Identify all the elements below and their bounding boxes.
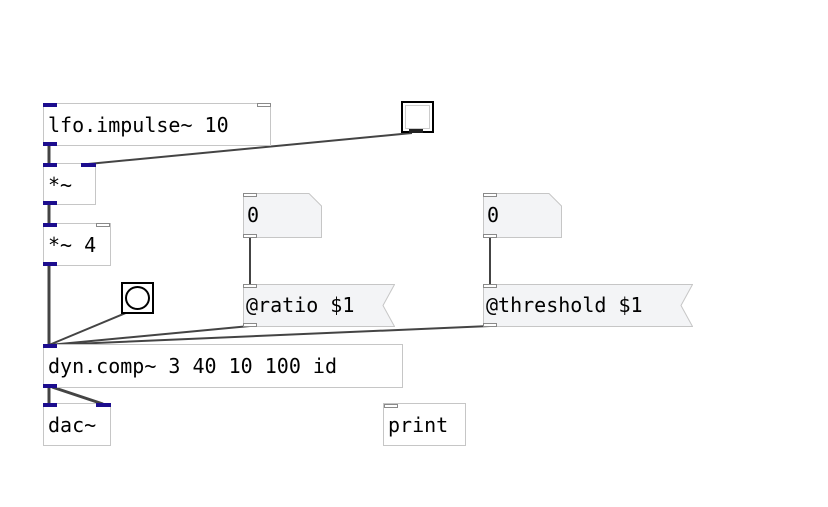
inlet[interactable] — [43, 103, 57, 107]
inlet[interactable] — [43, 344, 57, 348]
wire-bang-to-dyncomp — [48, 311, 129, 346]
bang-circle — [125, 286, 150, 310]
object-dac-label: dac~ — [48, 413, 97, 437]
outlet[interactable] — [43, 201, 57, 205]
wire-dyncomp-to-dac-right — [51, 385, 104, 406]
object-dyn-comp-label: dyn.comp~ 3 40 10 100 id — [48, 354, 337, 378]
inlet[interactable] — [483, 284, 497, 288]
toggle-icon[interactable] — [401, 101, 434, 133]
wire-threshold-to-dyncomp — [48, 325, 491, 346]
message-threshold-shape — [483, 284, 693, 327]
inlet[interactable] — [243, 193, 257, 197]
number-box-ratio[interactable]: 0 — [243, 193, 322, 238]
outlet[interactable] — [43, 262, 57, 266]
inlet-control[interactable] — [96, 223, 110, 227]
inlet[interactable] — [43, 223, 57, 227]
object-multiply-4-label: *~ 4 — [48, 233, 97, 257]
outlet[interactable] — [483, 323, 497, 327]
inlet-right[interactable] — [81, 163, 96, 167]
inlet[interactable] — [43, 163, 57, 167]
object-lfo-impulse-label: lfo.impulse~ 10 — [48, 113, 229, 137]
outlet[interactable] — [243, 234, 257, 238]
object-dac[interactable]: dac~ — [43, 403, 111, 446]
outlet[interactable] — [243, 323, 257, 327]
inlet[interactable] — [243, 284, 257, 288]
number-box-threshold-value: 0 — [487, 203, 500, 227]
object-print-label: print — [388, 413, 449, 437]
object-print[interactable]: print — [383, 403, 466, 446]
outlet[interactable] — [483, 234, 497, 238]
message-ratio-shape — [243, 284, 395, 327]
message-threshold[interactable]: @threshold $1 — [483, 284, 693, 327]
object-multiply-signal-label: *~ — [48, 173, 73, 197]
inlet[interactable] — [384, 404, 398, 408]
inlet-control[interactable] — [257, 103, 271, 107]
toggle-inner — [405, 105, 430, 129]
object-multiply-4[interactable]: *~ 4 — [43, 223, 111, 266]
inlet-right[interactable] — [96, 403, 111, 407]
inlet[interactable] — [483, 193, 497, 197]
object-lfo-impulse[interactable]: lfo.impulse~ 10 — [43, 103, 271, 146]
inlet-left[interactable] — [43, 403, 57, 407]
wire-ratio-to-dyncomp — [48, 325, 251, 346]
number-box-ratio-value: 0 — [247, 203, 260, 227]
outlet[interactable] — [43, 384, 57, 388]
object-multiply-signal[interactable]: *~ — [43, 163, 96, 205]
message-ratio-label: @ratio $1 — [246, 293, 355, 317]
message-ratio[interactable]: @ratio $1 — [243, 284, 395, 327]
number-box-threshold-shape — [483, 193, 562, 238]
outlet[interactable] — [43, 142, 57, 146]
bang-icon[interactable] — [121, 282, 154, 314]
object-dyn-comp[interactable]: dyn.comp~ 3 40 10 100 id — [43, 344, 403, 388]
number-box-ratio-shape — [243, 193, 322, 238]
message-threshold-label: @threshold $1 — [486, 293, 643, 317]
outlet[interactable] — [409, 129, 423, 133]
number-box-threshold[interactable]: 0 — [483, 193, 562, 238]
